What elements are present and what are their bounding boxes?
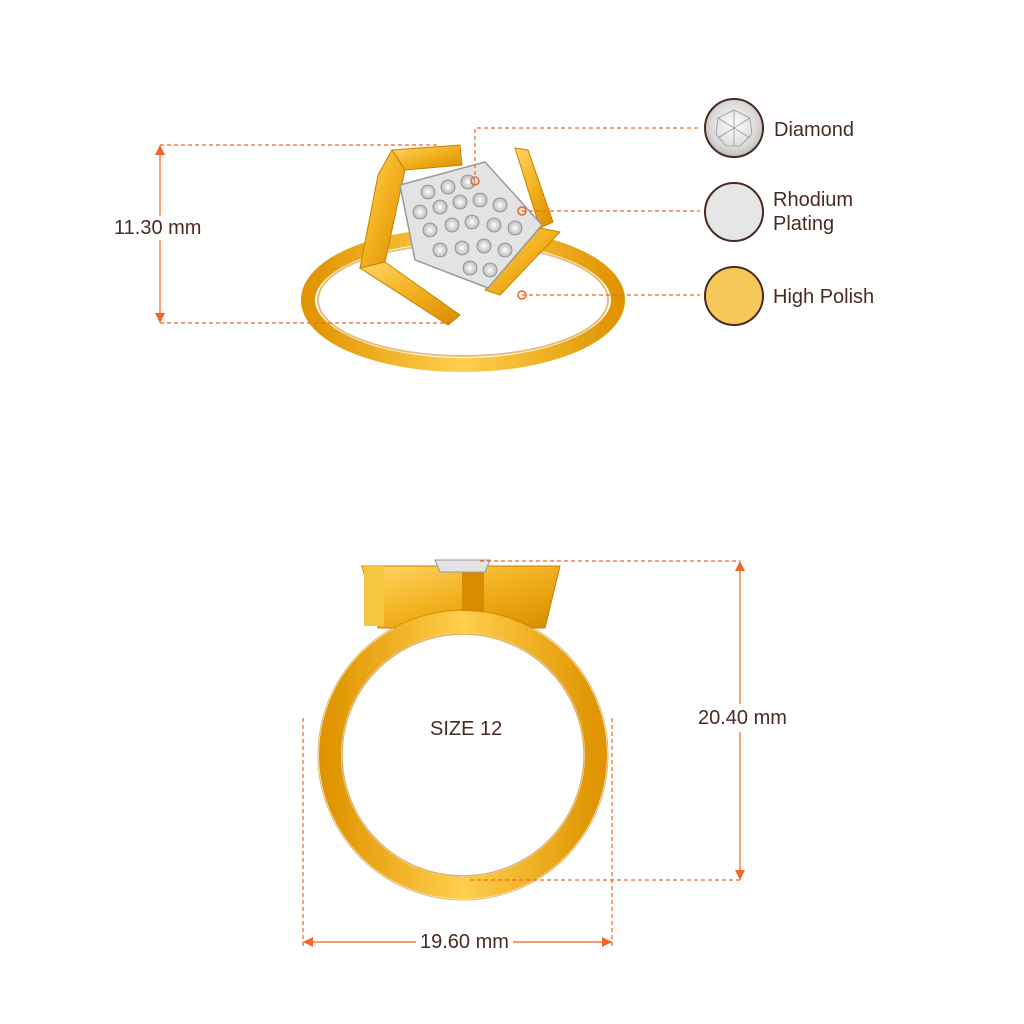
leader-markers [470, 176, 527, 300]
diamond-icon [704, 98, 764, 158]
legend-high-polish-label: High Polish [773, 286, 875, 308]
front-ring-band [319, 611, 607, 899]
legend-leaders [474, 127, 700, 296]
front-height-label: 20.40 mm [698, 704, 787, 732]
top-ring-head [358, 144, 561, 326]
high-polish-swatch-icon [704, 266, 764, 326]
top-view-ring [301, 144, 625, 372]
rhodium-swatch-icon [704, 182, 764, 242]
front-width-label: 19.60 mm [416, 930, 513, 954]
legend-rhodium-label: Rhodium Plating [773, 189, 854, 235]
top-height-label: 11.30 mm [114, 216, 202, 240]
ring-size-label: SIZE 12 [430, 718, 503, 740]
front-view-ring [317, 559, 609, 901]
legend-diamond-label: Diamond [774, 119, 855, 141]
